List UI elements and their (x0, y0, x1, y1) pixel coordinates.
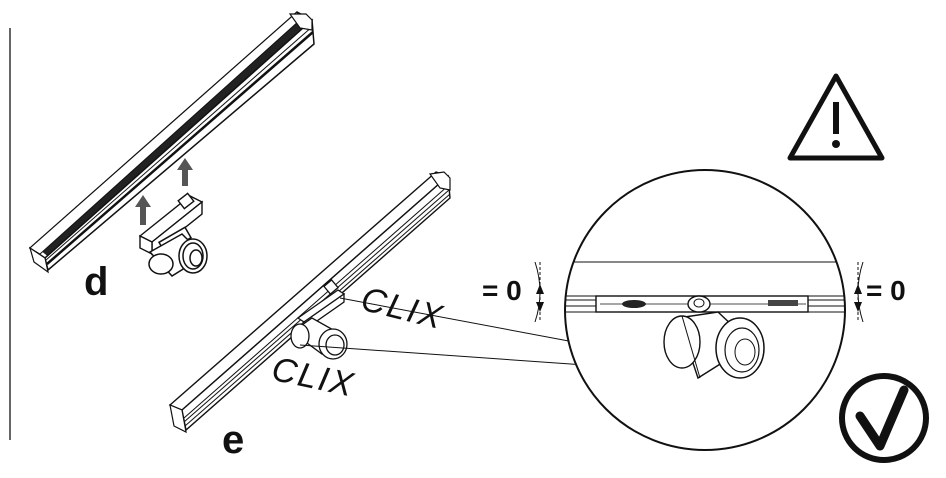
adapter-d (138, 192, 204, 256)
zoom-connector-top (339, 297, 591, 346)
step-e-label: e (222, 418, 245, 462)
level-zero-right: = 0 (866, 275, 906, 306)
warning-triangle-icon (787, 73, 885, 161)
level-zero-left: = 0 (482, 275, 522, 306)
zoom-detail (534, 169, 864, 451)
track-rail-d (28, 11, 315, 274)
spotlight-e (290, 317, 348, 360)
zoom-connector-bottom (299, 344, 586, 366)
step-d-label: d (84, 260, 109, 304)
up-arrow-icon (135, 195, 151, 225)
checkmark-circle-icon (839, 373, 929, 463)
spotlight-d (148, 226, 208, 277)
up-arrow-icon (177, 158, 193, 186)
track-rail-e (168, 171, 451, 434)
